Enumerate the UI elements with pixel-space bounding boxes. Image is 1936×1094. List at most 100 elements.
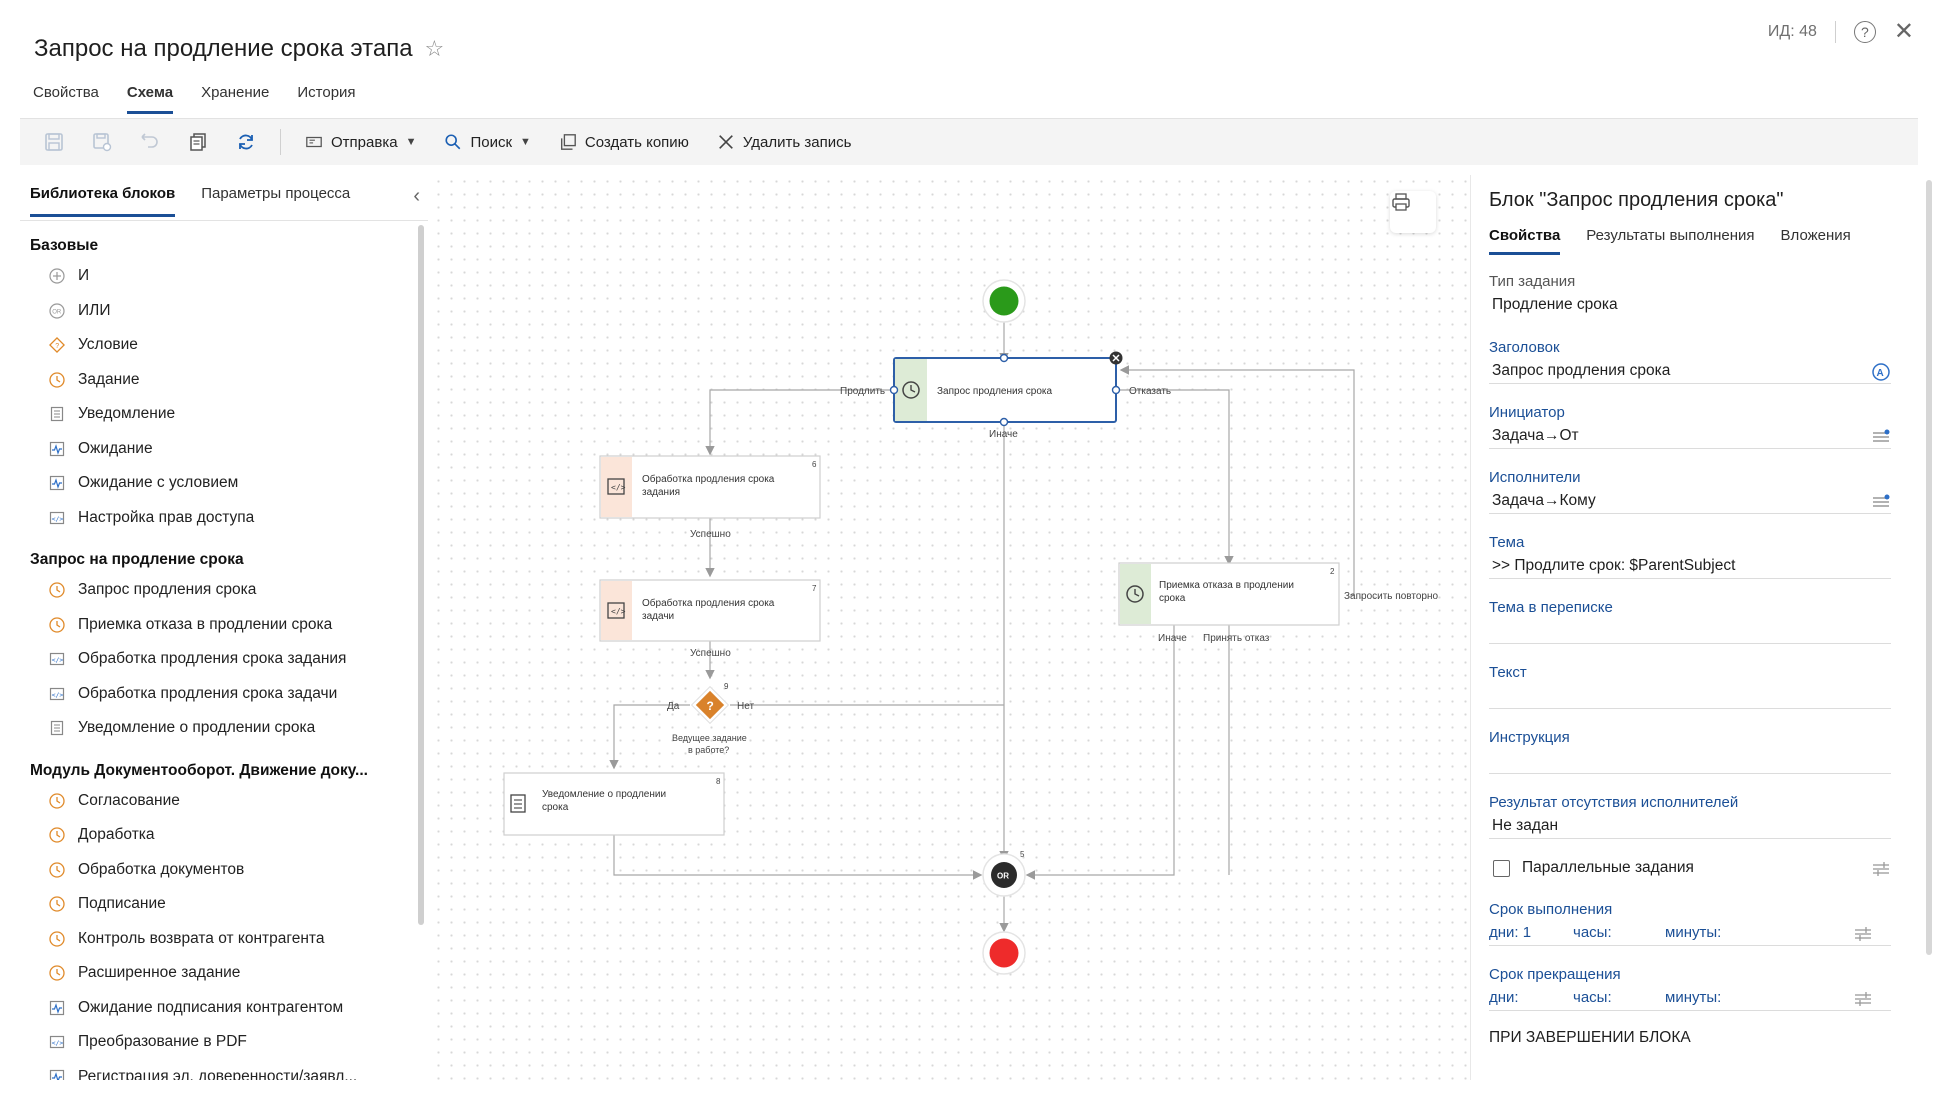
deadline-values[interactable]: дни: 1 часы: минуты: [1489,924,1891,946]
header-field[interactable]: Заголовок Запрос продления срока A [1489,339,1891,384]
save-icon[interactable] [41,129,67,155]
divider [1834,21,1836,43]
settings-sliders-icon[interactable] [1871,427,1891,452]
section-title[interactable]: Модуль Документооборот. Движение доку... [30,761,368,779]
print-icon [1392,193,1410,211]
initiator-field[interactable]: Инициатор Задача→От [1489,404,1891,449]
stop-hours[interactable]: часы: [1573,989,1612,1006]
tab-history[interactable]: История [297,84,356,101]
library-item[interactable]: Уведомление о продлении срока [20,711,428,746]
instruction-label: Инструкция [1489,729,1570,746]
stop-deadline-field[interactable]: Срок прекращения дни: часы: минуты: [1489,966,1891,1011]
library-item[interactable]: </>Настройка прав доступа [20,501,428,536]
deadline-minutes[interactable]: минуты: [1665,924,1722,941]
absence-result-value[interactable]: Не задан [1489,817,1891,839]
save-close-icon[interactable] [89,129,115,155]
library-item[interactable]: Обработка документов [20,853,428,888]
clock-icon [48,371,66,389]
executors-value-row[interactable]: Задача→Кому [1489,492,1891,514]
library-item[interactable]: Уведомление [20,397,428,432]
subject-field[interactable]: Тема >> Продлите срок: $ParentSubject [1489,534,1891,579]
parallel-tasks-row: Параллельные задания [1489,859,1891,877]
deadline-hours[interactable]: часы: [1573,924,1612,941]
library-item-label: Ожидание с условием [78,474,239,492]
library-item[interactable]: Подписание [20,887,428,922]
settings-sliders-icon[interactable] [1853,924,1873,948]
right-scrollbar[interactable] [1926,180,1932,955]
tab-execution-results[interactable]: Результаты выполнения [1586,227,1755,244]
label-no: Нет [737,701,754,712]
instruction-field[interactable]: Инструкция [1489,729,1891,774]
library-item[interactable]: И [20,259,428,294]
settings-sliders-icon[interactable] [1853,989,1873,1013]
deadline-days[interactable]: дни: 1 [1489,924,1532,941]
library-item-label: Подписание [78,895,166,913]
library-item[interactable]: Регистрация эл. доверенности/заявл... [20,1060,428,1080]
deadline-field[interactable]: Срок выполнения дни: 1 часы: минуты: [1489,901,1891,946]
svg-text:</>: </> [52,656,64,664]
delete-record-button[interactable]: Удалить запись [717,133,851,151]
library-item[interactable]: Ожидание подписания контрагентом [20,991,428,1026]
section-title[interactable]: Базовые [30,237,99,254]
library-item[interactable]: </>Преобразование в PDF [20,1025,428,1060]
help-icon[interactable]: ? [1853,21,1876,43]
search-button[interactable]: Поиск ▼ [444,133,531,151]
section-title[interactable]: Запрос на продление срока [30,551,244,568]
tab-block-properties[interactable]: Свойства [1489,227,1561,255]
stop-minutes[interactable]: минуты: [1665,989,1722,1006]
text-field[interactable]: Текст [1489,664,1891,709]
absence-result-field[interactable]: Результат отсутствия исполнителей Не зад… [1489,794,1891,839]
library-item[interactable]: Приемка отказа в продлении срока [20,608,428,643]
subject-chat-input[interactable] [1489,616,1891,644]
send-button[interactable]: Отправка ▼ [305,133,416,151]
star-icon[interactable]: ☆ [424,36,445,61]
refresh-icon[interactable] [233,129,259,155]
tab-schema[interactable]: Схема [126,84,174,114]
left-scrollbar[interactable] [418,225,424,925]
library-item[interactable]: Согласование [20,784,428,819]
header-value-row[interactable]: Запрос продления срока A [1489,362,1891,384]
initiator-value-row[interactable]: Задача→От [1489,427,1891,449]
library-item[interactable]: </>Обработка продления срока задания [20,642,428,677]
close-icon[interactable]: ✕ [1893,18,1914,45]
clock-icon [48,861,66,879]
library-item[interactable]: Задание [20,363,428,398]
stop-days[interactable]: дни: [1489,989,1519,1006]
library-item[interactable]: Ожидание с условием [20,466,428,501]
undo-icon[interactable] [137,129,163,155]
parallel-tasks-checkbox[interactable] [1493,859,1510,877]
library-item[interactable]: Ожидание [20,432,428,467]
settings-sliders-icon[interactable] [1871,492,1891,517]
library-item[interactable]: ?Условие [20,328,428,363]
code-icon [607,602,625,619]
instruction-input[interactable] [1489,746,1891,774]
create-copy-button[interactable]: Создать копию [559,133,689,151]
svg-text:7: 7 [812,584,817,593]
library-item[interactable]: Контроль возврата от контрагента [20,922,428,957]
library-item[interactable]: </>Обработка продления срока задачи [20,677,428,712]
localize-icon[interactable]: A [1871,362,1891,387]
library-item-label: Ожидание [78,439,153,457]
tab-block-library[interactable]: Библиотека блоков [30,185,176,217]
copy-document-icon[interactable] [185,129,211,155]
main-tabs: Свойства Схема Хранение История [33,84,356,114]
library-item[interactable]: Запрос продления срока [20,573,428,608]
process-canvas[interactable]: Запрос продления срока Продлить Отказать… [432,175,1468,1080]
subject-chat-field[interactable]: Тема в переписке [1489,599,1891,644]
chevron-left-icon[interactable]: ‹ [413,185,420,207]
settings-sliders-icon[interactable] [1871,859,1891,884]
library-item-label: Регистрация эл. доверенности/заявл... [78,1067,358,1080]
subject-value[interactable]: >> Продлите срок: $ParentSubject [1489,557,1891,579]
library-item[interactable]: Доработка [20,818,428,853]
executors-field[interactable]: Исполнители Задача→Кому [1489,469,1891,514]
tab-attachments[interactable]: Вложения [1780,227,1851,244]
tab-storage[interactable]: Хранение [201,84,270,101]
tab-process-params[interactable]: Параметры процесса [201,185,351,202]
library-item[interactable]: Расширенное задание [20,956,428,991]
tab-properties[interactable]: Свойства [33,84,99,101]
search-icon [445,134,461,150]
text-input[interactable] [1489,681,1891,709]
stop-deadline-values[interactable]: дни: часы: минуты: [1489,989,1891,1011]
print-button[interactable] [1390,191,1436,233]
